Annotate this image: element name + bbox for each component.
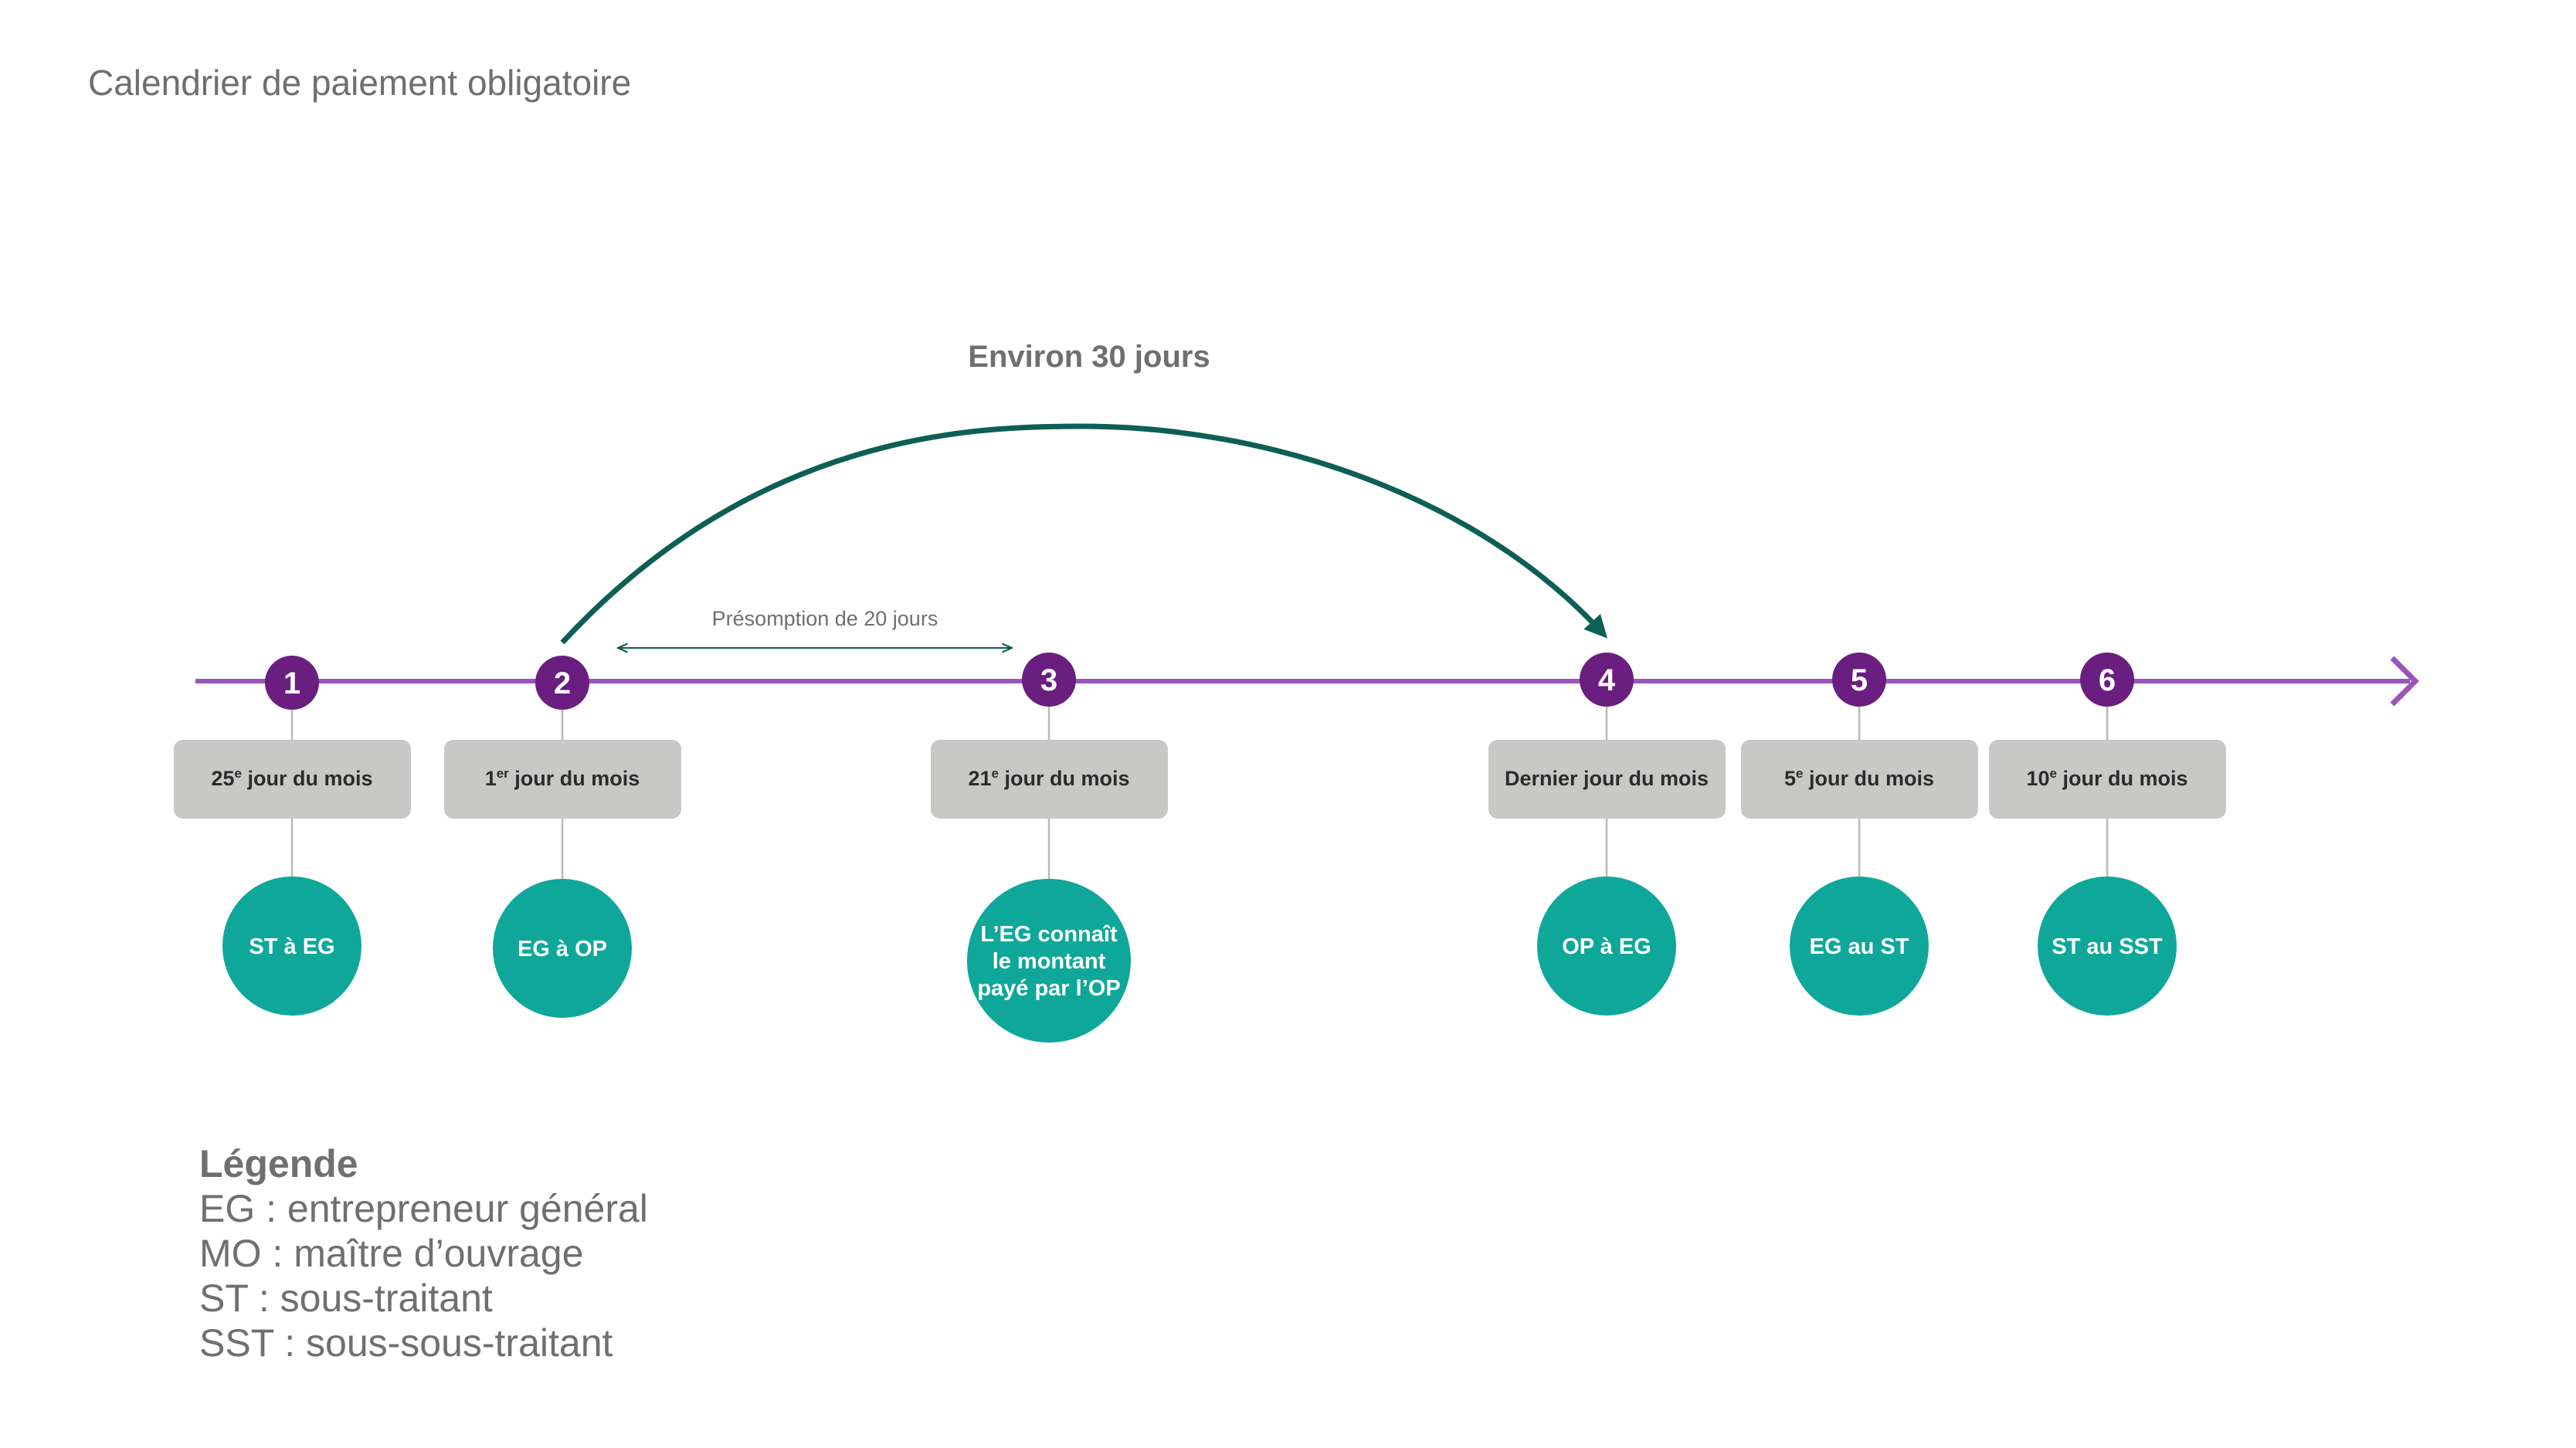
legend-item-mo: MO : maître d’ouvrage [199, 1232, 584, 1275]
day-label-box [174, 740, 411, 819]
event-label-line: ST à EG [249, 934, 334, 959]
event-label: ST au SST [2052, 934, 2163, 959]
day-label-superscript: e [992, 766, 999, 781]
day-label-main: Dernier jour du mois [1505, 767, 1709, 790]
arc-arrow [560, 423, 1607, 645]
event-circle [1537, 877, 1676, 1016]
day-label: 10e jour du mois [2026, 766, 2187, 790]
event-circle [967, 879, 1131, 1043]
page-title: Calendrier de paiement obligatoire [88, 63, 632, 103]
step-number: 2 [554, 666, 571, 700]
step-number: 4 [1598, 663, 1616, 697]
step-number-circle [535, 656, 589, 710]
day-label-rest: jour du mois [242, 767, 373, 790]
arc-label: Environ 30 jours [968, 340, 1210, 374]
day-label-box [1989, 740, 2226, 819]
timeline-arrowhead-icon [2390, 656, 2419, 707]
step-6: 10e jour du mois 6 ST au SST [1989, 653, 2226, 1016]
day-label-box [444, 740, 681, 819]
day-label: Dernier jour du mois [1505, 767, 1709, 790]
day-label-superscript: e [235, 766, 242, 781]
event-label: EG à OP [518, 937, 607, 961]
event-label: ST à EG [249, 934, 334, 959]
step-2: 1er jour du mois 2 EG à OP [444, 656, 681, 1018]
step-number: 1 [283, 666, 300, 700]
day-label-superscript: er [497, 766, 509, 781]
step-number: 3 [1040, 663, 1057, 697]
event-label-line: le montant [993, 949, 1106, 974]
step-number: 5 [1851, 663, 1868, 697]
day-label: 1er jour du mois [485, 766, 640, 790]
step-4: Dernier jour du mois 4 OP à EG [1488, 653, 1726, 1016]
event-label-line: L’EG connaît [980, 922, 1118, 947]
step-number-circle [1832, 653, 1886, 707]
event-label-line: ST au SST [2052, 934, 2163, 959]
event-circle [493, 879, 632, 1018]
legend-item-st: ST : sous-traitant [199, 1277, 493, 1320]
legend-item-sst: SST : sous-sous-traitant [199, 1321, 613, 1365]
event-label-line: EG à OP [518, 937, 607, 961]
day-label: 25e jour du mois [211, 766, 372, 790]
legend: Légende EG : entrepreneur général MO : m… [199, 1141, 648, 1365]
day-label-box [1741, 740, 1978, 819]
day-label-main: 10 [2026, 767, 2049, 790]
event-circle [1790, 877, 1929, 1016]
event-label-line: payé par l’OP [977, 976, 1120, 1001]
day-label-rest: jour du mois [2057, 767, 2188, 790]
step-number-circle [265, 656, 319, 710]
step-1: 25e jour du mois 1 ST à EG [174, 656, 411, 1016]
step-number-circle [1022, 653, 1076, 707]
day-label-main: 1 [485, 767, 497, 790]
event-label-line: EG au ST [1810, 934, 1909, 959]
step-number-circle [1580, 653, 1634, 707]
presumption-label: Présomption de 20 jours [712, 607, 938, 630]
day-label-superscript: e [1796, 766, 1803, 781]
day-label-rest: jour du mois [1803, 767, 1934, 790]
event-label-line: OP à EG [1562, 934, 1651, 959]
day-label: 5e jour du mois [1784, 766, 1934, 790]
day-label-main: 5 [1784, 767, 1796, 790]
day-label-box [1488, 740, 1726, 819]
day-label-rest: jour du mois [999, 767, 1130, 790]
event-label: OP à EG [1562, 934, 1651, 959]
day-label-superscript: e [2050, 766, 2057, 781]
day-label-box [931, 740, 1168, 819]
legend-item-eg: EG : entrepreneur général [199, 1187, 648, 1230]
step-number: 6 [2099, 663, 2116, 697]
event-circle [222, 877, 361, 1016]
day-label-main: 25 [211, 767, 234, 790]
day-label-main: 21 [968, 767, 991, 790]
event-circle [2038, 877, 2177, 1016]
day-label: 21e jour du mois [968, 766, 1129, 790]
legend-title: Légende [199, 1142, 358, 1185]
event-label: EG au ST [1810, 934, 1909, 959]
step-number-circle [2080, 653, 2134, 707]
day-label-rest: jour du mois [509, 767, 640, 790]
